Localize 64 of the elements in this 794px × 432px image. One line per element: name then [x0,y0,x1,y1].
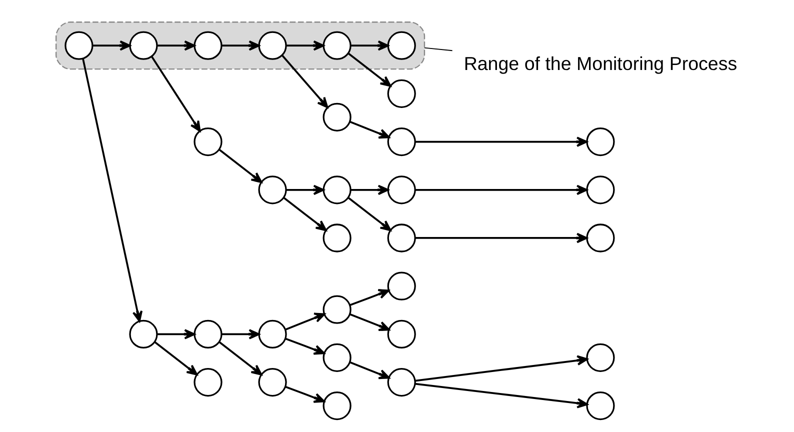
arrow [156,40,195,51]
node-circle [386,79,416,108]
node-circle [258,368,286,397]
node-circle [322,31,351,60]
node-circle [386,127,416,156]
arrow [414,382,588,408]
arrow [280,54,328,108]
node-circle [258,31,286,60]
node-circle [193,320,222,349]
arrow [156,329,195,340]
arrow [150,56,200,132]
node-circle [386,176,416,204]
node-circle [322,391,351,420]
node-circle [386,272,416,300]
node-circle [386,368,416,397]
arrow [414,355,588,382]
node-circle [386,224,416,252]
arrow [284,312,325,330]
node-circle [586,176,614,204]
node-circle [193,127,222,156]
node-circle [322,295,351,324]
arrow [350,184,388,196]
node-circle [586,343,614,372]
node-circle [322,224,351,252]
arrow [349,289,389,306]
node-circle [258,320,286,349]
arrow [349,121,390,139]
arrow [284,338,324,355]
node-circle [586,127,614,156]
arrow [218,341,262,376]
node-circle [386,320,416,349]
node-circle [258,176,286,204]
arrow [284,386,324,403]
arrow [286,40,324,51]
node-circle [586,224,614,252]
arrow [349,362,390,380]
arrow [282,197,326,232]
arrow [218,149,262,184]
connector [424,47,452,52]
arrow [92,40,130,51]
arrow [414,136,587,147]
arrow [414,184,587,196]
arrow [286,184,324,196]
node-circle [64,31,93,60]
node-circle [193,31,222,60]
node-circle [128,320,158,349]
node-circle [322,102,351,132]
arrow [221,40,260,51]
node-text: Range of the Monitoring Process [463,52,737,74]
node-circle [193,368,222,397]
arrow [347,52,391,87]
arrow [347,197,391,232]
node-circle [386,31,416,60]
arrow [349,313,390,332]
cluster [55,22,425,70]
node-circle [128,31,158,60]
arrow [221,329,260,340]
arrow [154,341,198,376]
arrow [414,232,587,244]
node-circle [586,391,614,420]
arrow [350,40,388,51]
arrow [82,58,142,322]
node-circle [322,343,351,372]
node-circle [322,176,351,204]
